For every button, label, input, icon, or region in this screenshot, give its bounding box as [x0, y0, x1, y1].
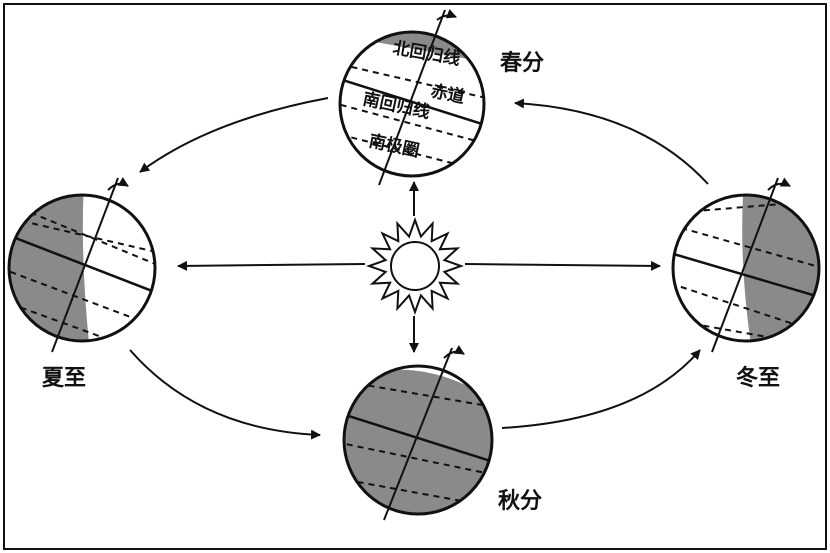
rotation-arrow-icon — [107, 177, 129, 191]
earth-axis — [378, 9, 446, 186]
earth-axis — [383, 347, 453, 521]
rotation-arrow-icon — [767, 177, 791, 191]
tropic-of-capricorn-line — [673, 279, 819, 337]
globe-autumn-equinox — [342, 345, 494, 521]
globe-winter-solstice — [671, 177, 821, 353]
sunlight-arrow-right — [464, 260, 661, 271]
rotation-arrow-icon — [443, 345, 465, 359]
antarctic-circle-line — [344, 477, 492, 509]
globe-spring-equinox: 北回归线 赤道 南回归线 南极圈 — [338, 9, 486, 186]
equator-line — [340, 74, 484, 130]
equator-line — [9, 230, 155, 298]
frame-border — [3, 3, 827, 550]
orbit-arrow-summer-to-autumn — [129, 349, 321, 440]
orbit-arrow-autumn-to-winter — [501, 349, 701, 429]
tropic-of-capricorn-line — [344, 441, 492, 477]
sun-icon — [366, 217, 464, 315]
tropic-of-cancer-line — [673, 221, 819, 271]
earth-axis — [711, 177, 779, 353]
orbit-arrow-spring-to-summer — [139, 97, 329, 173]
globe-summer-solstice — [7, 177, 157, 353]
earth-axis — [51, 177, 119, 353]
sunlight-arrow-left — [177, 260, 366, 271]
label-spring-equinox: 春分 — [500, 51, 544, 76]
sun-disk — [390, 241, 440, 291]
globe-outline — [671, 193, 821, 343]
globe-outline — [338, 30, 486, 178]
sunlight-arrows — [177, 181, 661, 353]
equator-line — [673, 248, 819, 302]
rotation-arrow-icon — [436, 9, 457, 21]
label-autumn-equinox: 秋分 — [498, 489, 542, 514]
equator-line — [344, 410, 492, 466]
label-winter-solstice: 冬至 — [736, 365, 780, 391]
label-summer-solstice: 夏至 — [42, 366, 86, 391]
globe-outline — [342, 364, 494, 516]
night-side — [344, 369, 492, 514]
orbit-arrow-winter-to-spring — [514, 98, 709, 185]
globe-outline — [7, 193, 157, 343]
arctic-circle-line — [9, 199, 155, 269]
orbit-path — [129, 97, 709, 440]
